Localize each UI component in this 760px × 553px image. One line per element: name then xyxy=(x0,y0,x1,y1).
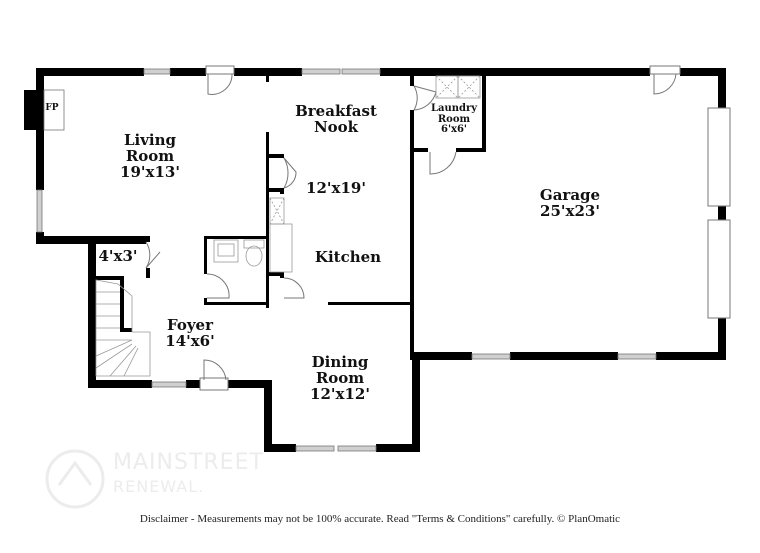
fireplace-label: FP xyxy=(45,103,59,113)
room-name-line1: Breakfast xyxy=(295,102,377,120)
room-name-line1: Foyer xyxy=(167,316,213,334)
watermark-line1: MAINSTREET xyxy=(113,450,264,475)
doors xyxy=(145,65,681,391)
fixtures xyxy=(43,75,481,377)
garage-doors xyxy=(707,107,731,319)
room-dimensions: 25'x23' xyxy=(540,201,600,220)
windows xyxy=(36,68,657,452)
room-dimensions: 6'x6' xyxy=(440,124,467,135)
room-name-line2: Room xyxy=(437,113,471,125)
room-label-laundry-room: Laundry Room 6'x6' xyxy=(422,103,486,136)
room-name-line1: Garage xyxy=(539,186,601,204)
room-label-breakfast-nook: Breakfast Nook xyxy=(286,102,386,136)
room-label-foyer: Foyer 14'x6' xyxy=(152,316,228,350)
room-dimensions: 14'x6' xyxy=(165,331,215,350)
room-label-living-room: Living Room 19'x13' xyxy=(110,131,190,181)
room-label-kitchen: Kitchen xyxy=(314,248,382,266)
room-label-closet: 4'x3' xyxy=(98,247,138,265)
disclaimer-text: Disclaimer - Measurements may not be 100… xyxy=(139,513,621,525)
watermark: MAINSTREET RENEWAL. xyxy=(45,445,305,515)
room-name-line2: Room xyxy=(125,146,175,165)
room-label-dining-room: Dining Room 12'x12' xyxy=(300,353,380,403)
room-dimensions: 19'x13' xyxy=(120,162,180,181)
room-dimensions: 12'x12' xyxy=(310,384,370,403)
room-name-line2: Nook xyxy=(313,117,359,136)
room-name-line1: Dining xyxy=(311,353,369,371)
interior-walls xyxy=(94,72,486,360)
room-name-line1: Living xyxy=(123,131,177,149)
room-label-garage: Garage 25'x23' xyxy=(520,186,620,220)
mainstreet-logo-icon xyxy=(45,449,105,509)
watermark-line2: RENEWAL. xyxy=(113,477,205,496)
room-dimensions-breakfast-nook: 12'x19' xyxy=(306,179,366,197)
room-name-line1: Laundry xyxy=(430,103,478,114)
room-name-line2: Room xyxy=(315,368,365,387)
